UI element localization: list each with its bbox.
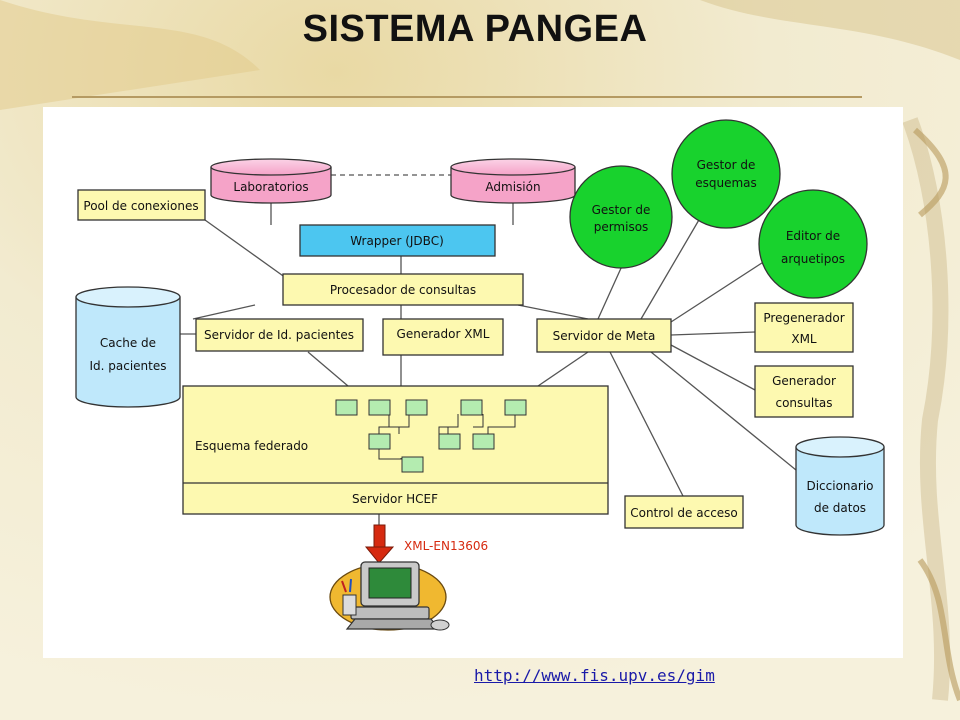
pregenerador-xml-box: Pregenerador XML <box>754 302 854 353</box>
schema-node <box>472 433 495 450</box>
architecture-diagram: Laboratorios Admisión Pool de conexiones… <box>43 107 903 658</box>
generador-xml-label: Generador XML <box>397 327 490 341</box>
procesador-label: Procesador de consultas <box>330 283 476 297</box>
db-admision: Admisión <box>450 158 576 204</box>
line-meta-esquemas <box>640 212 704 320</box>
editor-arquetipos-circle: Editor de arquetipos <box>758 189 868 299</box>
pool-label: Pool de conexiones <box>83 199 198 213</box>
title-divider <box>72 96 862 98</box>
gestor-permisos-circle: Gestor de permisos <box>569 165 673 269</box>
db-admision-label: Admisión <box>485 180 540 194</box>
schema-node <box>438 433 461 450</box>
pool-conexiones-box: Pool de conexiones <box>77 189 206 221</box>
pregenerador-label-2: XML <box>791 332 817 346</box>
db-laboratorios: Laboratorios <box>210 158 332 204</box>
computer-icon <box>329 561 450 631</box>
gestor-esquemas-label-1: Gestor de <box>697 158 756 172</box>
line-meta-pregenerador <box>670 331 756 336</box>
diccionario-label-2: de datos <box>814 501 866 515</box>
editor-label-2: arquetipos <box>781 252 845 266</box>
servidor-id-label: Servidor de Id. pacientes <box>204 328 354 342</box>
servidor-meta-box: Servidor de Meta <box>536 318 672 353</box>
line-meta-esquema <box>537 351 589 387</box>
control-acceso-box: Control de acceso <box>624 495 744 529</box>
procesador-consultas-box: Procesador de consultas <box>282 273 524 306</box>
xml-en13606-label: XML-EN13606 <box>404 539 488 553</box>
gestor-esquemas-label-2: esquemas <box>695 176 757 190</box>
schema-node <box>405 399 428 416</box>
line-procesador-servid <box>192 304 256 320</box>
schema-node <box>460 399 483 416</box>
schema-node <box>368 399 391 416</box>
schema-node <box>401 456 424 473</box>
wrapper-label: Wrapper (JDBC) <box>350 234 444 248</box>
line-meta-control <box>609 351 684 497</box>
diccionario-label-1: Diccionario <box>806 479 873 493</box>
line-meta-genconsultas <box>670 344 756 391</box>
servidor-meta-label: Servidor de Meta <box>553 329 656 343</box>
servidor-hcef-label: Servidor HCEF <box>352 492 438 506</box>
generador-consultas-box: Generador consultas <box>754 365 854 418</box>
schema-tree-nodes <box>335 399 527 473</box>
wrapper-jdbc-box: Wrapper (JDBC) <box>299 224 496 257</box>
gen-consultas-label-2: consultas <box>775 396 832 410</box>
schema-tree-edges <box>378 413 516 460</box>
connector-lines <box>179 174 797 555</box>
gestor-permisos-label-2: permisos <box>594 220 649 234</box>
schema-node <box>335 399 358 416</box>
slide-title: SISTEMA PANGEA <box>302 8 648 50</box>
schema-node <box>368 433 391 450</box>
line-pool-procesador <box>204 219 294 284</box>
source-url-link[interactable]: http://www.fis.upv.es/gim <box>474 666 715 685</box>
down-arrow-icon <box>364 524 395 564</box>
db-laboratorios-label: Laboratorios <box>233 180 308 194</box>
cache-label-1: Cache de <box>100 336 156 350</box>
line-procesador-meta <box>517 304 589 320</box>
line-meta-diccionario <box>650 351 797 471</box>
gestor-permisos-label-1: Gestor de <box>592 203 651 217</box>
line-servid-esquema <box>307 351 349 387</box>
diagram-canvas: Laboratorios Admisión Pool de conexiones… <box>75 119 885 631</box>
servidor-hcef-block: Esquema federado Servidor HCEF <box>182 385 609 515</box>
gen-consultas-label-1: Generador <box>772 374 836 388</box>
db-cache-pacientes: Cache de Id. pacientes <box>75 286 181 408</box>
schema-node <box>504 399 527 416</box>
editor-label-1: Editor de <box>786 229 840 243</box>
servidor-id-pacientes-box: Servidor de Id. pacientes <box>195 318 364 352</box>
db-diccionario-datos: Diccionario de datos <box>795 436 885 536</box>
pregenerador-label-1: Pregenerador <box>763 311 844 325</box>
cache-label-2: Id. pacientes <box>89 359 166 373</box>
control-acceso-label: Control de acceso <box>630 506 738 520</box>
gestor-esquemas-circle: Gestor de esquemas <box>671 119 781 229</box>
esquema-federado-label: Esquema federado <box>195 439 308 453</box>
generador-xml-box: Generador XML <box>382 318 504 356</box>
